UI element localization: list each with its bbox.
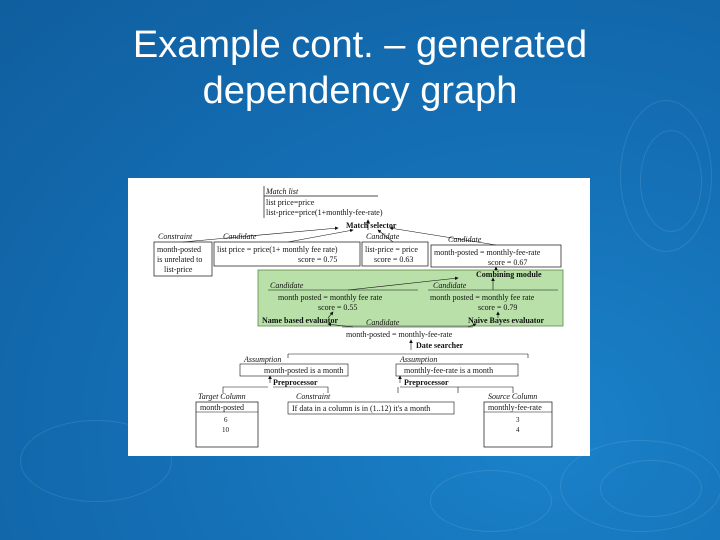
target-column-node: Target Column month-posted 6 10 [195, 392, 259, 448]
constraint-bottom-header: Constraint [296, 392, 331, 401]
source-column-name: monthly-fee-rate [488, 403, 542, 412]
source-column-value: 3 [516, 416, 520, 424]
background-ripple [430, 470, 552, 532]
dependency-graph-figure: Match list list price=price list-price=p… [128, 178, 590, 456]
background-ripple [640, 130, 702, 232]
name-based-evaluator-label: Name based evaluator [262, 316, 338, 325]
assumption-2-line-1: monthly-fee-rate is a month [404, 366, 493, 375]
match-list-line-2: list-price=price(1+monthly-fee-rate) [266, 208, 383, 217]
candidate-3-node: Candidate month-posted = monthly-fee-rat… [430, 235, 562, 268]
target-column-value: 6 [224, 416, 228, 424]
target-column-name: month-posted [200, 403, 244, 412]
candidate-6-node: Candidate month-posted = monthly-fee-rat… [342, 318, 473, 339]
slide-title-line-1: Example cont. – generated [132, 24, 588, 66]
slide-title-line-2: dependency graph [202, 70, 518, 112]
candidate-5-header: Candidate [433, 281, 467, 290]
constraint-top-line-2: is unrelated to [157, 255, 202, 264]
candidate-1-header: Candidate [223, 232, 257, 241]
constraint-top-header: Constraint [158, 232, 193, 241]
candidate-4-header: Candidate [270, 281, 304, 290]
target-column-header: Target Column [198, 392, 246, 401]
match-list-line-1: list price=price [266, 198, 315, 207]
constraint-bottom-node: Constraint If data in a column is in (1.… [287, 392, 455, 415]
assumption-1-line-1: month-posted is a month [264, 366, 343, 375]
candidate-1-node: Candidate list price = price(1+ monthly … [213, 232, 361, 267]
match-list-node: Match list list price=price list-price=p… [263, 186, 383, 218]
source-column-node: Source Column monthly-fee-rate 3 4 [483, 392, 553, 448]
combining-module-label: Combining module [476, 270, 542, 279]
candidate-5-line-2: score = 0.79 [478, 303, 517, 312]
candidate-3-line-1: month-posted = monthly-fee-rate [434, 248, 541, 257]
candidate-4-node: Candidate month posted = monthly fee rat… [268, 281, 418, 312]
background-ripple [620, 100, 712, 252]
candidate-2-node: Candidate list-price = price score = 0.6… [361, 232, 429, 267]
preprocessor-2-label: Preprocessor [404, 378, 449, 387]
candidate-2-line-1: list-price = price [365, 245, 418, 254]
target-column-value: 10 [222, 426, 230, 434]
slide-title: Example cont. – generated dependency gra… [0, 22, 720, 114]
assumption-1-node: Assumption month-posted is a month [239, 355, 349, 377]
candidate-2-line-2: score = 0.63 [374, 255, 413, 264]
preprocessor-1-label: Preprocessor [273, 378, 318, 387]
constraint-top-line-3: list-price [164, 265, 193, 274]
candidate-5-line-1: month posted = monthly fee rate [430, 293, 535, 302]
candidate-2-header: Candidate [366, 232, 400, 241]
source-column-header: Source Column [488, 392, 537, 401]
date-searcher-label: Date searcher [416, 341, 464, 350]
constraint-top-node: Constraint month-posted is unrelated to … [153, 232, 213, 277]
naive-bayes-evaluator-label: Naive Bayes evaluator [468, 316, 544, 325]
combining-region [257, 269, 564, 327]
candidate-1-line-1: list price = price(1+ monthly fee rate) [217, 245, 338, 254]
assumption-2-header: Assumption [399, 355, 437, 364]
constraint-bottom-line-1: If data in a column is in (1..12) it's a… [292, 404, 430, 413]
candidate-1-line-2: score = 0.75 [298, 255, 337, 264]
dependency-graph-svg: Match list list price=price list-price=p… [153, 186, 564, 448]
candidate-3-line-2: score = 0.67 [488, 258, 527, 267]
assumption-2-node: Assumption monthly-fee-rate is a month [395, 355, 519, 377]
match-selector-label: Match selector [346, 221, 397, 230]
candidate-4-line-1: month posted = monthly fee rate [278, 293, 383, 302]
candidate-4-line-2: score = 0.55 [318, 303, 357, 312]
background-ripple [600, 460, 702, 517]
candidate-6-line-1: month-posted = monthly-fee-rate [346, 330, 453, 339]
source-column-value: 4 [516, 426, 520, 434]
candidate-3-header: Candidate [448, 235, 482, 244]
match-list-header: Match list [265, 187, 299, 196]
assumption-1-header: Assumption [243, 355, 281, 364]
candidate-6-header: Candidate [366, 318, 400, 327]
constraint-top-line-1: month-posted [157, 245, 201, 254]
